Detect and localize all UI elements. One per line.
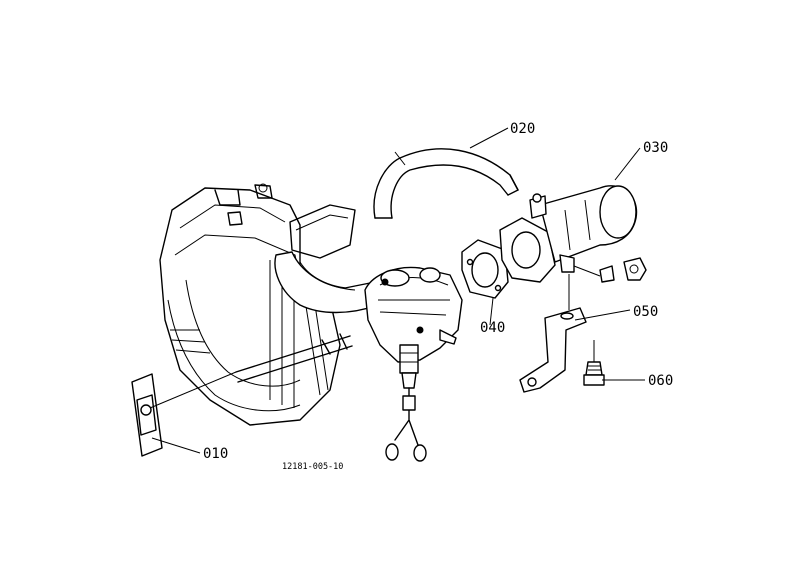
part-040-gasket <box>461 239 509 299</box>
leader-lines <box>151 127 645 454</box>
part-050-bracket <box>519 274 587 393</box>
label-050: 050 <box>633 304 658 320</box>
label-040: 040 <box>480 320 505 336</box>
part-010-cover <box>131 371 237 457</box>
stud-bolt <box>235 333 353 383</box>
label-020: 020 <box>510 121 535 137</box>
carburetor <box>364 266 463 462</box>
part-060-bolt <box>583 340 605 386</box>
intake-pipe <box>274 251 379 314</box>
engine-block <box>159 183 356 426</box>
figure-number: 12181-005-10 <box>282 462 343 472</box>
label-030: 030 <box>643 140 668 156</box>
label-010: 010 <box>203 446 228 462</box>
part-020-hose <box>373 148 519 219</box>
label-060: 060 <box>648 373 673 389</box>
part-030-canister <box>499 185 647 283</box>
